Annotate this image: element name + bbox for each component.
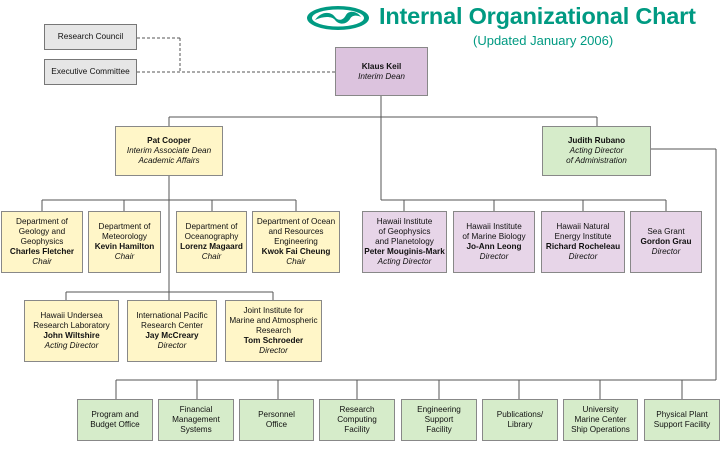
wave-logo-icon [307, 6, 369, 30]
institute-box: Hawaii Institute of Marine Biology Jo-An… [453, 211, 535, 273]
institute-box: Hawaii Natural Energy Institute Richard … [541, 211, 625, 273]
institute-box: Hawaii Institute of Geophysics and Plane… [362, 211, 447, 273]
support-office-box: Personnel Office [239, 399, 314, 441]
support-office-box: Program and Budget Office [77, 399, 153, 441]
page-title: Internal Organizational Chart [379, 3, 696, 29]
department-box: Department of Geology and Geophysics Cha… [1, 211, 83, 273]
support-office-box: Engineering Support Facility [401, 399, 477, 441]
research-unit-box: Joint Institute for Marine and Atmospher… [225, 300, 322, 362]
executive-committee-box: Executive Committee [44, 59, 137, 85]
research-unit-box: International Pacific Research Center Ja… [127, 300, 217, 362]
support-office-box: Financial Management Systems [158, 399, 234, 441]
administration-box: Judith Rubano Acting Director of Adminis… [542, 126, 651, 176]
department-box: Department of Ocean and Resources Engine… [252, 211, 340, 273]
support-office-box: Physical Plant Support Facility [644, 399, 720, 441]
research-unit-box: Hawaii Undersea Research Laboratory John… [24, 300, 119, 362]
page-subtitle: (Updated January 2006) [473, 33, 614, 48]
dean-box: Klaus Keil Interim Dean [335, 47, 428, 96]
department-box: Department of Oceanography Lorenz Magaar… [176, 211, 247, 273]
support-office-box: Publications/ Library [482, 399, 558, 441]
chart-header: Internal Organizational Chart (Updated J… [305, 2, 721, 52]
institute-box: Sea Grant Gordon Grau Director [630, 211, 702, 273]
research-council-box: Research Council [44, 24, 137, 50]
support-office-box: Research Computing Facility [319, 399, 395, 441]
department-box: Department of Meteorology Kevin Hamilton… [88, 211, 161, 273]
support-office-box: University Marine Center Ship Operations [563, 399, 638, 441]
academic-affairs-box: Pat Cooper Interim Associate Dean Academ… [115, 126, 223, 176]
